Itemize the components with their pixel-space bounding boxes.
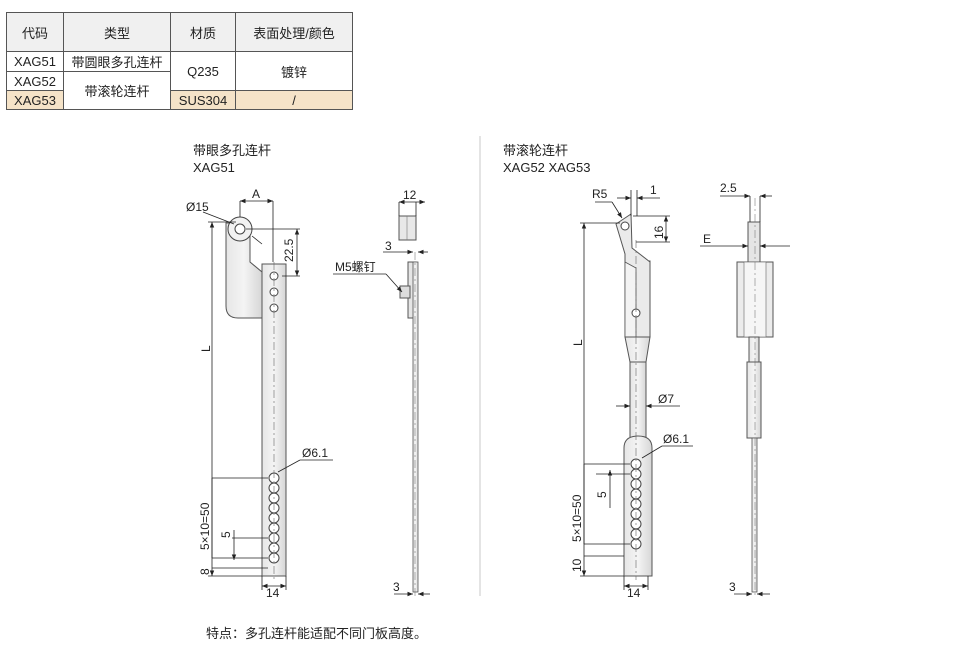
dim-L-right: L <box>571 339 585 346</box>
dim-3-right: 3 <box>729 580 736 594</box>
left-drawing: 带眼多孔连杆 XAG51 <box>186 143 430 600</box>
right-side-dimensions <box>700 193 790 597</box>
header-finish: 表面处理/颜色 <box>235 12 353 52</box>
table-row: XAG53 SUS304 / <box>6 90 353 110</box>
left-front-view <box>225 216 287 580</box>
dim-m5: M5螺钉 <box>335 260 376 274</box>
spec-table: 代码 类型 材质 表面处理/颜色 XAG51 带圆眼多孔连杆 Q235 镀锌 X… <box>6 12 353 110</box>
dim-L: L <box>199 345 213 352</box>
dim-5x10-right: 5×10=50 <box>570 494 584 542</box>
left-caption-1: 带眼多孔连杆 <box>193 143 271 158</box>
feature-note: 特点：多孔连杆能适配不同门板高度。 <box>206 626 428 641</box>
dim-12: 12 <box>403 188 417 202</box>
left-caption-2: XAG51 <box>193 160 235 175</box>
dim-5-right: 5 <box>595 491 609 498</box>
finish-cell: / <box>235 90 353 110</box>
left-dimensions <box>202 198 333 590</box>
dim-d61-right: Ø6.1 <box>663 432 689 446</box>
dim-d7: Ø7 <box>658 392 674 406</box>
left-side-view <box>398 215 419 596</box>
code-cell: XAG53 <box>6 90 64 110</box>
code-cell: XAG52 <box>6 71 64 91</box>
right-caption-1: 带滚轮连杆 <box>503 143 568 158</box>
type-cell: 带滚轮连杆 <box>63 71 171 110</box>
dim-10: 10 <box>570 558 584 572</box>
header-code: 代码 <box>6 12 64 52</box>
dim-d15: Ø15 <box>186 200 209 214</box>
right-side-view <box>736 198 774 596</box>
material-cell: SUS304 <box>170 90 236 110</box>
dim-5x10: 5×10=50 <box>198 502 212 550</box>
right-drawing: 带滚轮连杆 XAG52 XAG53 <box>503 143 790 600</box>
dim-r5: R5 <box>592 187 608 201</box>
table-row: XAG52 带滚轮连杆 <box>6 71 353 110</box>
right-caption-2: XAG52 XAG53 <box>503 160 590 175</box>
right-dimensions <box>580 190 693 577</box>
dim-2-5: 2.5 <box>720 181 737 195</box>
dim-5: 5 <box>219 531 233 538</box>
dim-d61: Ø6.1 <box>302 446 328 460</box>
right-bottom-dim <box>584 555 649 590</box>
code-cell: XAG51 <box>6 51 64 72</box>
dim-14-right: 14 <box>627 586 641 600</box>
dim-A: A <box>252 187 260 201</box>
dim-1: 1 <box>650 183 657 197</box>
table-row: XAG51 带圆眼多孔连杆 Q235 镀锌 <box>6 51 353 91</box>
dim-E: E <box>703 232 711 246</box>
right-front-view <box>615 213 653 580</box>
dim-14: 14 <box>266 586 280 600</box>
dim-22-5: 22.5 <box>282 238 296 262</box>
dim-3-bottom: 3 <box>393 580 400 594</box>
dim-3-top: 3 <box>385 239 392 253</box>
dim-8: 8 <box>198 568 212 575</box>
dim-16: 16 <box>652 225 666 239</box>
type-cell: 带圆眼多孔连杆 <box>63 51 171 72</box>
left-side-dimensions <box>333 199 430 597</box>
